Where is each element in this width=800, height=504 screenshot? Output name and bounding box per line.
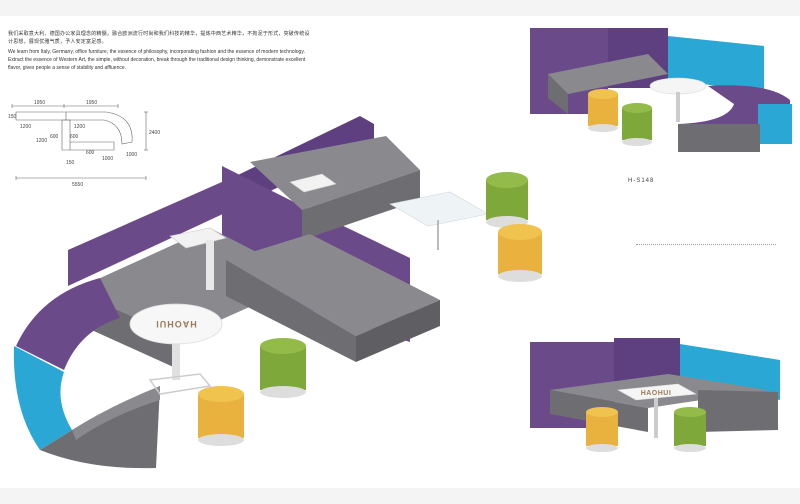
br-seat-right (698, 390, 778, 432)
intro-cn-line-1: 我们采取意大利、德国办公家具理念的精髓，融合欧洲流行时尚和我们科技的精华，提炼中… (8, 31, 310, 37)
dim-150-a: 150 (8, 114, 17, 120)
seat-end-right (356, 300, 440, 362)
seat-front-right (226, 260, 356, 362)
side-table-back (289, 173, 337, 193)
dim-1950-b: 1950 (86, 100, 97, 106)
br-table-stem (654, 398, 658, 438)
seat-side-back (302, 170, 420, 240)
dim-150-b: 150 (66, 160, 75, 166)
bottom-right-render: HAOHUI (530, 338, 780, 452)
top-right-render (530, 28, 792, 152)
dim-1000-b: 1000 (126, 152, 137, 158)
curve-blue (13, 346, 72, 450)
curve-purple (16, 278, 120, 370)
stool-green-right (486, 172, 528, 228)
tr-stool-green (622, 103, 652, 146)
tr-stool-yellow (588, 89, 618, 132)
brand-logo-bottom: HAOHUI (641, 390, 672, 397)
intro-en-line-1: We learn from Italy, Germany, office fur… (8, 49, 305, 55)
round-table-stem (172, 344, 180, 380)
tr-seat-side (548, 74, 568, 114)
seat-top-right (226, 234, 440, 336)
model-code-label: H-S148 (628, 178, 655, 184)
curve-gray-top (72, 386, 160, 440)
seat-top-back (250, 136, 420, 210)
dim-1950-a: 1950 (34, 100, 45, 106)
brand-logo-main: HAOHUI (155, 319, 197, 329)
dim-1200-b: 1200 (74, 124, 85, 130)
bottom-margin-band (0, 488, 800, 504)
tr-seat-top (548, 54, 668, 94)
br-stool-green (674, 407, 706, 452)
side-table-left (169, 227, 227, 249)
round-table-base (148, 373, 212, 395)
tr-round-table (649, 77, 707, 95)
stool-yellow-right (498, 224, 542, 282)
top-margin-band (0, 0, 800, 16)
main-furniture-render: HAOHUI (13, 116, 542, 469)
br-table-top (617, 383, 697, 401)
intro-cn-line-2: 计思想，展现优雅气质，予人安定富足感。 (8, 39, 107, 45)
dim-600-c: 600 (86, 150, 95, 156)
intro-en-line-2: Extract the essence of Western Art, the … (8, 57, 306, 63)
stool-green-center (260, 338, 306, 398)
dim-1200-c: 1200 (36, 138, 47, 144)
intro-description: 我们采取意大利、德国办公家具理念的精髓，融合欧洲流行时尚和我们科技的精华，提炼中… (8, 30, 368, 72)
dimension-drawing: 1950 1950 1200 1200 600 1200 600 150 100… (8, 100, 160, 188)
dim-1200-a: 1200 (20, 124, 31, 130)
dim-600-a: 600 (50, 134, 59, 140)
tr-table-stem (676, 92, 680, 122)
br-stool-yellow (586, 407, 618, 452)
side-table-left-leg (206, 240, 214, 290)
intro-en-line-3: flavor, gives people a sense of stabilit… (8, 65, 127, 71)
tr-curve-blue (758, 104, 792, 144)
dim-total-5550: 5550 (72, 182, 83, 188)
dim-2400: 2400 (149, 130, 160, 136)
dim-600-b: 600 (70, 134, 79, 140)
back-panel-left (68, 174, 240, 286)
dotted-separator (636, 244, 776, 245)
stool-yellow-center (198, 386, 244, 446)
dim-1000-a: 1000 (102, 156, 113, 162)
tr-seat-front (678, 124, 760, 152)
